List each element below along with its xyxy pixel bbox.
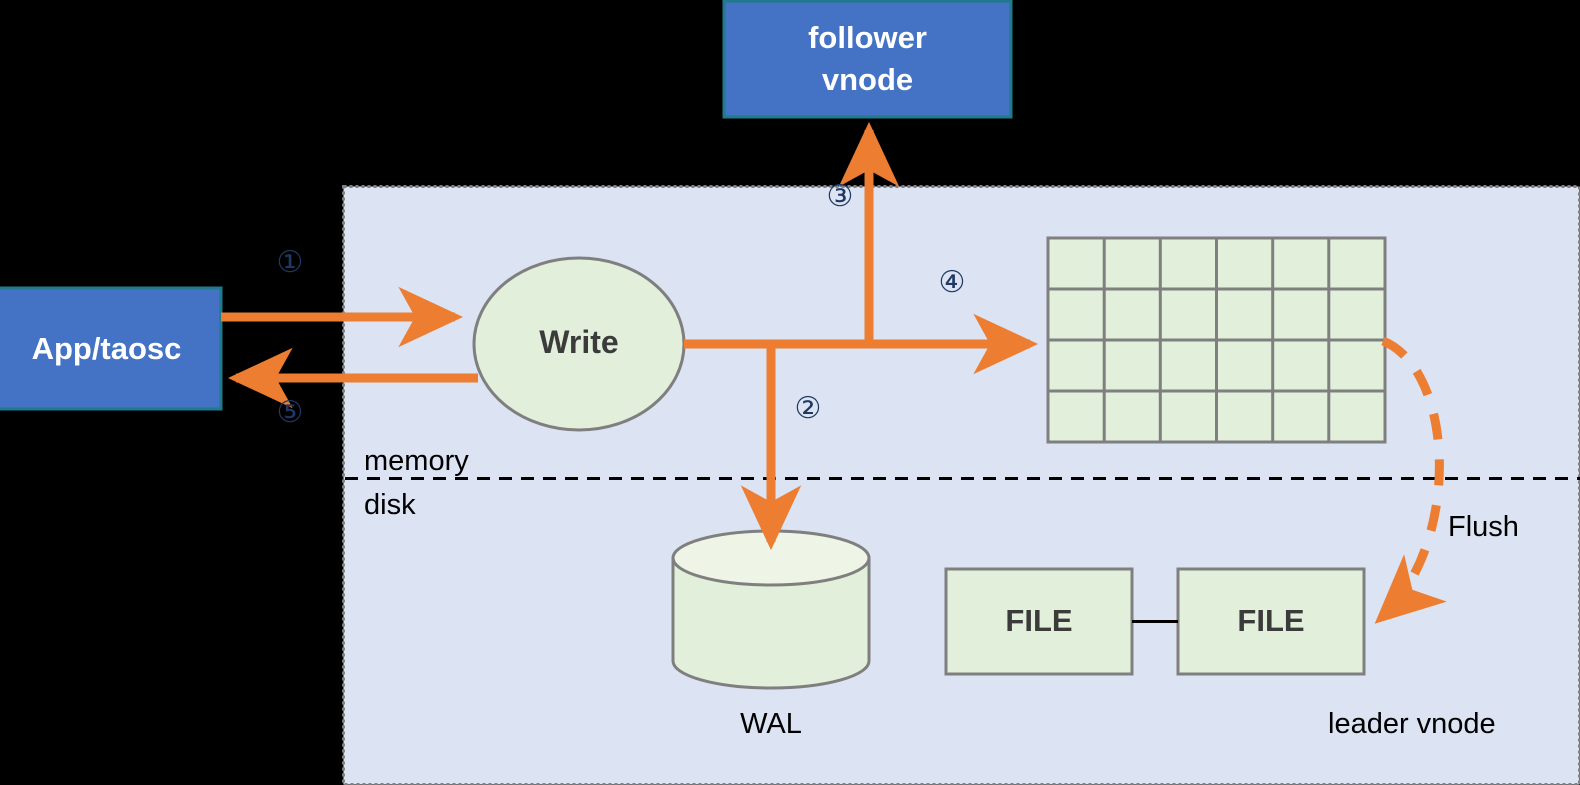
follower-vnode-label-line1: follower [808, 20, 927, 55]
edge-flush [1374, 336, 1447, 624]
step-marker-3: ③ [826, 180, 854, 213]
leader-vnode-caption: leader vnode [1328, 708, 1496, 740]
wal-label: WAL [740, 708, 802, 740]
write-label: Write [539, 324, 619, 360]
file-left-label: FILE [1005, 603, 1073, 638]
file-box-left[interactable] [944, 567, 1134, 676]
follower-vnode-box[interactable] [722, 0, 1013, 119]
step-marker-5: ⑤ [276, 396, 304, 429]
step-marker-4: ④ [938, 266, 966, 299]
step-marker-2: ② [794, 392, 822, 425]
app-taosc-box[interactable] [0, 286, 223, 411]
flush-label: Flush [1448, 511, 1519, 543]
file-right-label: FILE [1237, 603, 1305, 638]
wal-cylinder[interactable] [671, 529, 871, 690]
step-marker-1: ① [276, 246, 304, 279]
disk-label: disk [364, 489, 416, 521]
follower-vnode-label-line2: vnode [821, 62, 914, 97]
memory-label: memory [364, 445, 469, 477]
app-taosc-label: App/taosc [31, 331, 182, 366]
memtable-grid[interactable] [1046, 236, 1387, 444]
